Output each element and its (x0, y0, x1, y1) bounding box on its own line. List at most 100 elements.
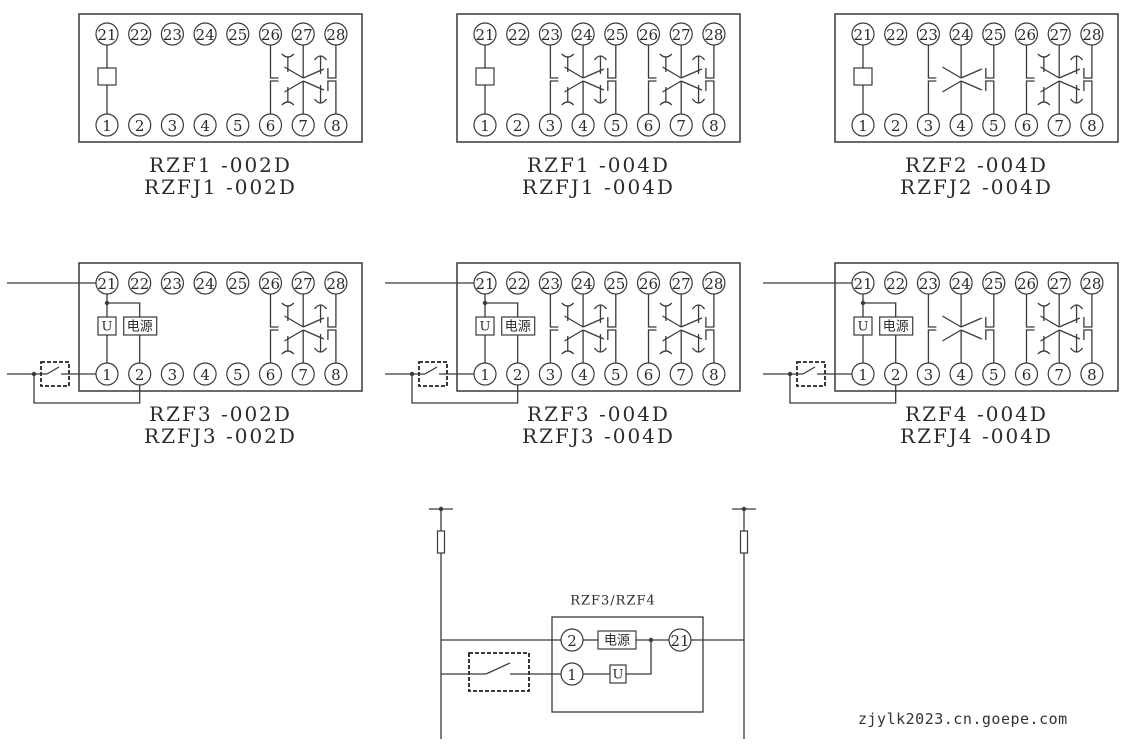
terminal-4: 4 (193, 113, 217, 137)
terminal-8: 8 (702, 362, 726, 386)
delay-arc-icon (659, 302, 673, 307)
terminal-7: 7 (291, 362, 315, 386)
terminal-number: 25 (228, 275, 247, 293)
model-label-primary: RZF3 -002D (149, 402, 292, 426)
terminal-28: 28 (324, 271, 348, 295)
voltage-label: U (858, 320, 869, 335)
contact-nc-leg-lower (1025, 329, 1035, 363)
terminal-7: 7 (669, 113, 693, 137)
contact-nc-leg-upper (269, 45, 279, 79)
relay-box (551, 616, 704, 713)
relay-base-outline (834, 13, 1119, 143)
terminal-number: 4 (956, 366, 966, 384)
terminal-number: 27 (1050, 275, 1069, 293)
terminal-number: 4 (578, 366, 588, 384)
delay-arc-icon (561, 101, 575, 106)
terminal-27: 27 (1047, 271, 1071, 295)
terminal-circle (226, 271, 250, 295)
terminal-number: 23 (163, 275, 182, 293)
terminal-27: 27 (1047, 22, 1071, 46)
terminal-circle (226, 362, 250, 386)
terminal-number: 5 (233, 366, 243, 384)
terminal-number: 7 (1054, 117, 1064, 135)
terminal-4: 4 (571, 113, 595, 137)
left-fuse-icon (436, 530, 446, 554)
power-lead-top (485, 302, 519, 317)
terminal-number: 21 (97, 26, 116, 44)
terminal-5: 5 (604, 113, 628, 137)
terminal-number: 1 (102, 366, 112, 384)
model-label-primary: RZF1 -004D (527, 153, 670, 177)
terminal-26: 26 (1014, 22, 1039, 46)
contact-blade-left-lower (942, 80, 962, 93)
external-switch-box (468, 652, 530, 692)
terminal-28: 28 (702, 271, 726, 295)
terminal-number: 1 (102, 117, 112, 135)
terminal-23: 23 (538, 22, 563, 46)
terminal-22: 22 (506, 271, 530, 295)
terminal-24: 24 (949, 22, 973, 46)
delay-arc-icon (1037, 101, 1051, 106)
terminal-7: 7 (1047, 113, 1071, 137)
contact-nc-leg-upper (927, 294, 937, 328)
terminal-number: 25 (606, 26, 625, 44)
contact-no-leg-upper (1083, 45, 1093, 79)
terminal-5: 5 (226, 362, 250, 386)
external-switch-blade (46, 366, 60, 375)
terminal-circle (884, 113, 908, 137)
terminal-number: 21 (97, 275, 116, 293)
terminal-22: 22 (128, 271, 152, 295)
contact-nc-leg-upper (549, 45, 559, 79)
terminal-3: 3 (916, 113, 941, 137)
voltage-label: U (480, 320, 491, 335)
terminal-28: 28 (1080, 22, 1104, 46)
terminal-number: 7 (1054, 366, 1064, 384)
supply-line-to-2 (33, 374, 141, 404)
power-label: 电源 (505, 320, 531, 335)
terminal-25: 25 (226, 271, 250, 295)
terminal-8: 8 (324, 362, 348, 386)
terminal-4: 4 (571, 362, 595, 386)
terminal-1: 1 (473, 362, 497, 386)
terminal-number: 7 (676, 366, 686, 384)
line-u-to-junction (626, 640, 652, 675)
terminal-24: 24 (571, 22, 595, 46)
contact-group (1025, 45, 1093, 114)
contact-nc-leg-upper (927, 45, 937, 79)
terminal-28: 28 (1080, 271, 1104, 295)
contact-no-leg-upper (705, 45, 715, 79)
contact-group (1025, 294, 1093, 363)
external-switch-blade (485, 662, 511, 675)
contact-blade-left-upper (942, 315, 962, 328)
terminal-number: 25 (984, 275, 1003, 293)
delay-arc-icon (281, 350, 295, 355)
terminal-8: 8 (324, 113, 348, 137)
terminal-25: 25 (982, 271, 1006, 295)
terminal-3: 3 (160, 362, 184, 386)
terminal-22: 22 (884, 271, 908, 295)
terminal-24: 24 (571, 271, 595, 295)
terminal-number: 2 (567, 632, 577, 650)
terminal-number: 26 (261, 26, 280, 44)
contact-blade-right-lower (960, 329, 983, 340)
voltage-label: U (102, 320, 113, 335)
terminal-number: 5 (989, 366, 999, 384)
power-lead-top (863, 302, 897, 317)
terminal-circle (160, 113, 184, 137)
terminal-circle (193, 362, 217, 386)
terminal-number: 8 (1087, 117, 1097, 135)
terminal-26: 26 (636, 22, 661, 46)
terminal-number: 21 (475, 26, 494, 44)
terminal-number: 3 (546, 366, 556, 384)
terminal-number: 2 (513, 117, 523, 135)
model-label-primary: RZF2 -004D (905, 153, 1048, 177)
terminal-28: 28 (702, 22, 726, 46)
contact-group (927, 45, 995, 114)
terminal-circle (884, 22, 908, 46)
model-label-secondary: RZFJ2 -004D (900, 175, 1053, 199)
terminal-23: 23 (916, 271, 941, 295)
terminal-number: 27 (294, 275, 313, 293)
terminal-27: 27 (669, 22, 693, 46)
